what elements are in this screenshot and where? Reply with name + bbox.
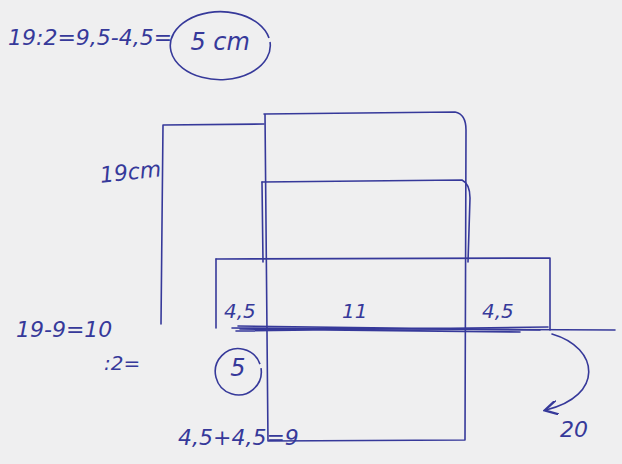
- circled-result: 5: [213, 343, 263, 393]
- dimension-label: 20: [558, 418, 590, 442]
- dimension-label: 11: [340, 300, 369, 322]
- calculation-note: 19-9=10: [14, 318, 114, 342]
- result-text: 5: [230, 355, 245, 381]
- dimension-label: 4,5: [222, 300, 258, 322]
- calculation-note: 4,5+4,5=9: [176, 426, 301, 450]
- dimension-label: 4,5: [480, 300, 516, 322]
- calculation-note: 19:2=9,5-4,5=: [6, 26, 174, 50]
- calculation-note: :2=: [102, 352, 142, 374]
- circled-result: 5 cm: [168, 6, 272, 78]
- dimension-label: 19cm: [97, 157, 165, 188]
- result-text: 5 cm: [190, 29, 249, 55]
